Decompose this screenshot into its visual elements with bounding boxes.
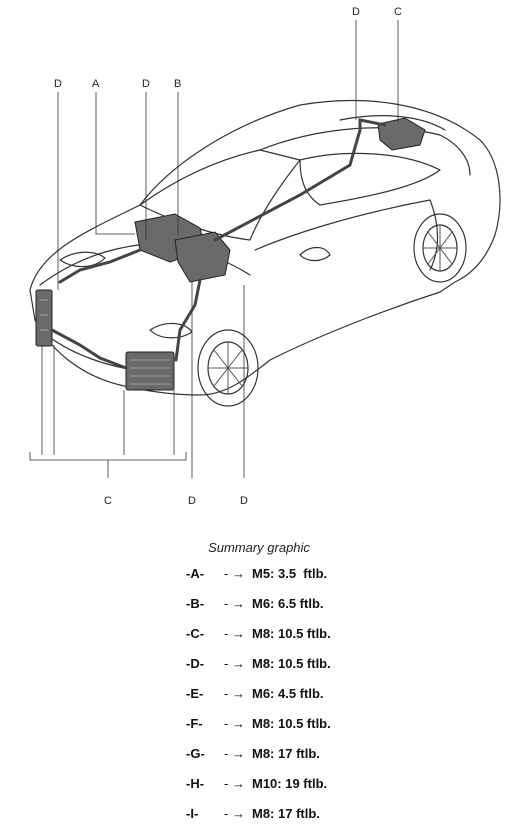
rear-cooler bbox=[377, 117, 426, 151]
callout-a-top: A bbox=[92, 78, 100, 90]
car-side-mirror bbox=[299, 246, 331, 262]
car-headlight-right bbox=[149, 322, 193, 339]
arrow-icon: - → bbox=[224, 806, 245, 821]
callout-d-top-middle: D bbox=[142, 78, 150, 90]
legend-row-b: -B- - → M6: 6.5 ftlb. bbox=[0, 596, 518, 614]
legend-row-c: -C- - → M8: 10.5 ftlb. bbox=[0, 626, 518, 644]
callout-c-bottom: C bbox=[104, 495, 112, 507]
legend-row-d: -D- - → M8: 10.5 ftlb. bbox=[0, 656, 518, 674]
arrow-icon: - → bbox=[224, 626, 245, 641]
legend-row-h: -H- - → M10: 19 ftlb. bbox=[0, 776, 518, 794]
main-line-to-rear bbox=[213, 118, 387, 242]
car-side-window bbox=[299, 152, 441, 206]
callout-d-top-right: D bbox=[352, 6, 360, 18]
callout-b-top: B bbox=[174, 78, 182, 90]
legend-spec: M6: 4.5 ftlb. bbox=[252, 686, 324, 701]
arrow-icon: - → bbox=[224, 716, 245, 731]
ac-condenser-left bbox=[35, 289, 53, 347]
diagram-caption: Summary graphic bbox=[208, 540, 310, 555]
legend-row-e: -E- - → M6: 4.5 ftlb. bbox=[0, 686, 518, 704]
legend-key: -D- bbox=[186, 656, 205, 671]
callout-c-top: C bbox=[394, 6, 402, 18]
arrow-icon: - → bbox=[224, 566, 245, 581]
legend-spec: M8: 10.5 ftlb. bbox=[252, 626, 331, 641]
callout-d-top-left: D bbox=[54, 78, 62, 90]
legend-row-a: -A- - → M5: 3.5 ftlb. bbox=[0, 566, 518, 584]
legend-key: -H- bbox=[186, 776, 205, 791]
front-wheel-tire bbox=[197, 329, 259, 407]
compressor-unit bbox=[174, 231, 231, 283]
arrow-icon: - → bbox=[224, 746, 245, 761]
front-line-left bbox=[58, 248, 142, 284]
front-line-right bbox=[174, 278, 202, 362]
arrow-icon: - → bbox=[224, 776, 245, 791]
legend-key: -B- bbox=[186, 596, 205, 611]
legend-key: -I- bbox=[186, 806, 199, 821]
callout-d-bottom-right: D bbox=[240, 495, 248, 507]
legend-row-g: -G- - → M8: 17 ftlb. bbox=[0, 746, 518, 764]
legend-key: -G- bbox=[186, 746, 205, 761]
legend-key: -F- bbox=[186, 716, 203, 731]
legend-row-i: -I- - → M8: 17 ftlb. bbox=[0, 806, 518, 824]
legend-spec: M6: 6.5 ftlb. bbox=[252, 596, 324, 611]
arrow-icon: - → bbox=[224, 686, 245, 701]
legend-spec: M8: 10.5 ftlb. bbox=[252, 716, 331, 731]
legend-key: -C- bbox=[186, 626, 205, 641]
legend-spec: M8: 10.5 ftlb. bbox=[252, 656, 331, 671]
legend-spec: M5: 3.5 ftlb. bbox=[252, 566, 328, 581]
arrow-icon: - → bbox=[224, 656, 245, 671]
legend-key: -A- bbox=[186, 566, 205, 581]
rear-wheel-tire bbox=[413, 213, 467, 283]
callout-d-bottom-left: D bbox=[188, 495, 196, 507]
legend-spec: M8: 17 ftlb. bbox=[252, 746, 320, 761]
car-headlight bbox=[59, 251, 106, 268]
car-body-outline bbox=[29, 99, 501, 396]
legend-spec: M8: 17 ftlb. bbox=[252, 806, 320, 821]
front-line-lower bbox=[50, 328, 128, 370]
vehicle-line-routing-diagram bbox=[29, 20, 501, 478]
legend-row-f: -F- - → M8: 10.5 ftlb. bbox=[0, 716, 518, 734]
arrow-icon: - → bbox=[224, 596, 245, 611]
ac-condenser-right bbox=[125, 351, 175, 391]
car-roofline bbox=[259, 127, 471, 176]
car-door-line bbox=[254, 199, 439, 271]
legend-spec: M10: 19 ftlb. bbox=[252, 776, 328, 791]
legend-key: -E- bbox=[186, 686, 204, 701]
